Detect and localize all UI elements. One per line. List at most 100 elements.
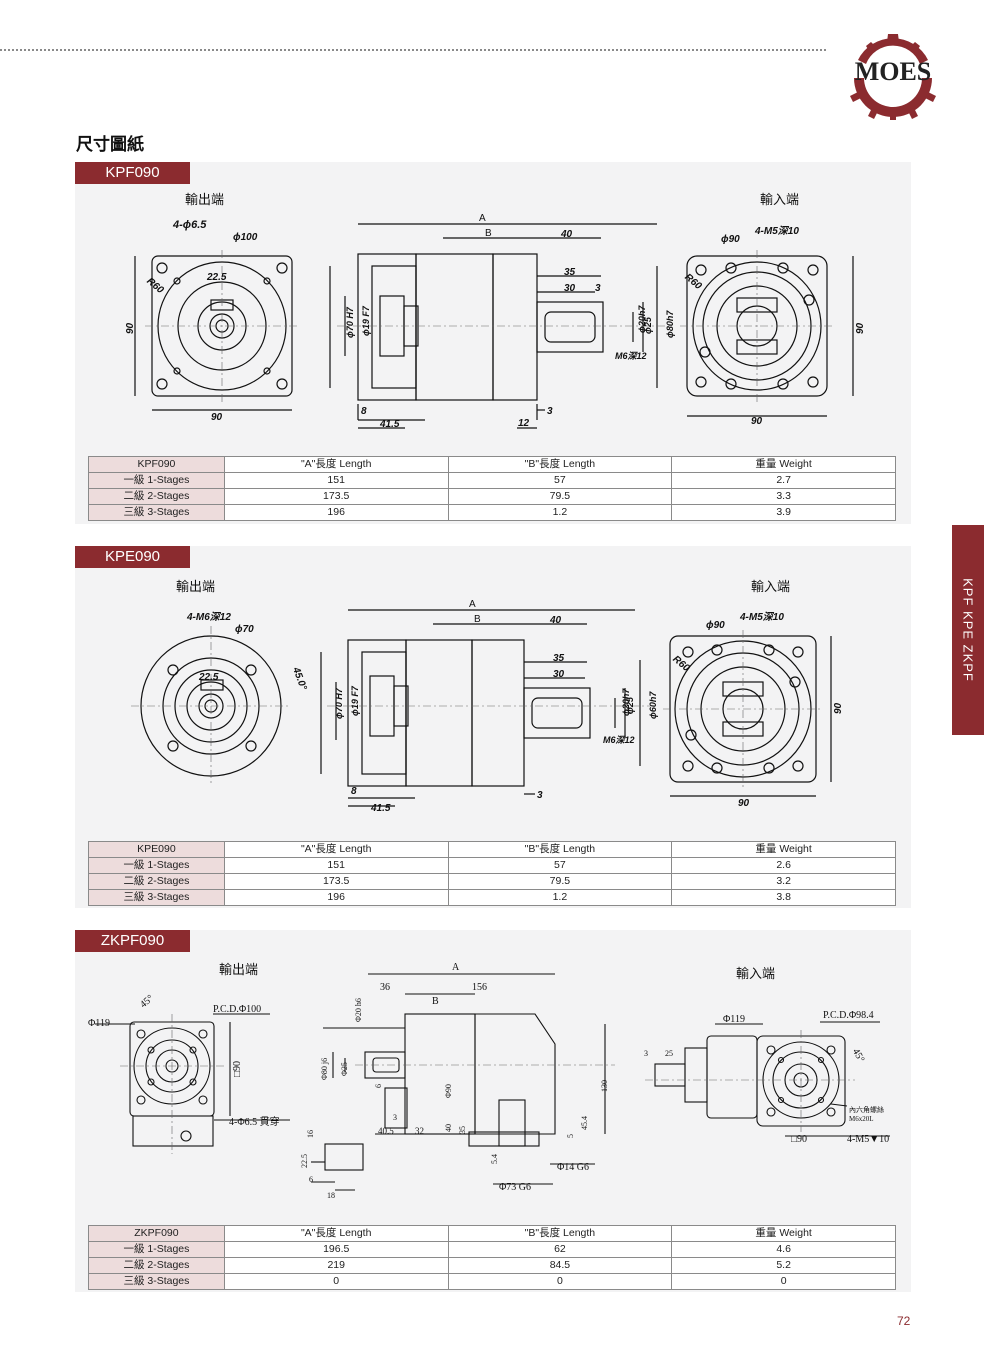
svg-text:90: 90 xyxy=(751,416,763,427)
svg-text:90: 90 xyxy=(125,322,136,334)
svg-text:36: 36 xyxy=(380,982,390,993)
svg-text:45°: 45° xyxy=(138,993,156,1010)
svg-text:90: 90 xyxy=(855,322,866,334)
svg-text:ϕ90: ϕ90 xyxy=(721,234,740,245)
svg-text:Φ25: Φ25 xyxy=(340,1062,349,1076)
svg-text:8: 8 xyxy=(361,406,367,417)
sidebar-series-label: KPF KPE ZKPF xyxy=(960,578,976,682)
svg-text:A: A xyxy=(452,962,460,973)
svg-text:4-M6深12: 4-M6深12 xyxy=(186,611,231,623)
svg-text:輸入端: 輸入端 xyxy=(760,192,799,207)
svg-text:8: 8 xyxy=(351,786,357,797)
svg-text:輸入端: 輸入端 xyxy=(736,966,775,981)
page-number: 72 xyxy=(897,1314,911,1328)
svg-text:B: B xyxy=(485,228,492,239)
svg-text:35: 35 xyxy=(564,267,576,278)
svg-text:30: 30 xyxy=(564,283,576,294)
zkpf090-drawing: 輸出端 輸入端 45° Φ119 P.C.D.Φ100 □90 4-Φ6.5 貫… xyxy=(88,962,890,1200)
svg-text:35: 35 xyxy=(553,653,565,664)
svg-text:3: 3 xyxy=(547,406,553,417)
svg-text:41.5: 41.5 xyxy=(370,803,391,814)
svg-text:R60: R60 xyxy=(144,276,165,297)
svg-text:5: 5 xyxy=(566,1134,575,1138)
svg-text:90: 90 xyxy=(211,412,223,423)
svg-text:ϕ25: ϕ25 xyxy=(625,696,635,714)
svg-text:6: 6 xyxy=(309,1175,313,1184)
svg-text:ϕ25: ϕ25 xyxy=(643,316,653,334)
svg-text:ϕ70 H7: ϕ70 H7 xyxy=(334,687,344,719)
svg-text:25: 25 xyxy=(665,1049,673,1058)
svg-text:ϕ60h7: ϕ60h7 xyxy=(648,691,658,719)
svg-text:B: B xyxy=(474,614,481,625)
svg-text:3: 3 xyxy=(537,790,543,801)
svg-text:ϕ90: ϕ90 xyxy=(706,620,725,631)
svg-text:ϕ19 F7: ϕ19 F7 xyxy=(361,305,371,336)
svg-text:5.4: 5.4 xyxy=(490,1154,499,1164)
svg-text:90: 90 xyxy=(738,798,750,809)
svg-text:Φ80 j6: Φ80 j6 xyxy=(320,1058,329,1080)
header-dotted-rule xyxy=(0,49,826,51)
svg-text:12: 12 xyxy=(518,418,530,429)
svg-text:□90: □90 xyxy=(232,1061,243,1077)
svg-text:ϕ70: ϕ70 xyxy=(235,624,254,635)
svg-text:16: 16 xyxy=(306,1130,315,1138)
svg-text:40: 40 xyxy=(560,229,573,240)
svg-text:輸出端: 輸出端 xyxy=(185,192,224,207)
svg-text:40: 40 xyxy=(549,615,562,626)
tab-kpf090[interactable]: KPF090 xyxy=(75,162,190,184)
svg-text:45°: 45° xyxy=(850,1047,867,1065)
svg-text:ϕ70 H7: ϕ70 H7 xyxy=(345,306,355,338)
svg-text:4-ϕ6.5: 4-ϕ6.5 xyxy=(172,219,207,231)
svg-text:P.C.D.Φ100: P.C.D.Φ100 xyxy=(213,1004,261,1015)
svg-text:30: 30 xyxy=(553,669,565,680)
svg-text:輸出端: 輸出端 xyxy=(219,962,258,977)
svg-text:輸出端: 輸出端 xyxy=(176,579,215,594)
svg-text:A: A xyxy=(469,599,476,610)
sidebar-series-tab[interactable]: KPF KPE ZKPF xyxy=(952,525,984,735)
svg-text:4-M5▼10: 4-M5▼10 xyxy=(847,1134,889,1145)
svg-text:□90: □90 xyxy=(791,1134,807,1145)
svg-text:M6深12: M6深12 xyxy=(615,351,647,361)
svg-text:輸入端: 輸入端 xyxy=(751,579,790,594)
svg-text:45.4: 45.4 xyxy=(580,1116,589,1130)
svg-text:4-Φ6.5 貫穿: 4-Φ6.5 貫穿 xyxy=(229,1115,280,1128)
svg-text:6: 6 xyxy=(374,1084,383,1088)
svg-text:Φ119: Φ119 xyxy=(723,1014,745,1025)
svg-text:Φ90: Φ90 xyxy=(444,1084,453,1098)
svg-text:ϕ20h7: ϕ20h7 xyxy=(637,305,647,333)
svg-text:ϕ80h7: ϕ80h7 xyxy=(665,310,675,338)
svg-text:18: 18 xyxy=(327,1191,335,1200)
svg-text:3: 3 xyxy=(644,1049,648,1058)
svg-text:A: A xyxy=(479,213,486,224)
svg-text:4-M5深10: 4-M5深10 xyxy=(754,225,799,237)
tab-zkpf090[interactable]: ZKPF090 xyxy=(75,930,190,952)
svg-text:M6深12: M6深12 xyxy=(603,735,635,745)
svg-text:32: 32 xyxy=(415,1126,424,1136)
tab-kpe090[interactable]: KPE090 xyxy=(75,546,190,568)
svg-text:ϕ100: ϕ100 xyxy=(233,232,258,243)
page-title: 尺寸圖紙 xyxy=(76,135,144,155)
svg-text:B: B xyxy=(432,996,439,1007)
svg-text:156: 156 xyxy=(472,982,487,993)
svg-text:45.0°: 45.0° xyxy=(290,665,309,693)
kpf090-drawing: 輸出端 輸入端 4-ϕ6.5 ϕ100 22.5 R60 90 90 ϕ70 H… xyxy=(125,192,866,430)
svg-text:35: 35 xyxy=(458,1126,467,1134)
svg-text:Φ119: Φ119 xyxy=(88,1018,110,1029)
svg-text:41.5: 41.5 xyxy=(379,419,400,430)
svg-text:Φ14 G6: Φ14 G6 xyxy=(557,1162,589,1173)
svg-text:22.5: 22.5 xyxy=(300,1154,309,1168)
svg-text:內六角螺絲: 內六角螺絲 xyxy=(849,1105,884,1114)
